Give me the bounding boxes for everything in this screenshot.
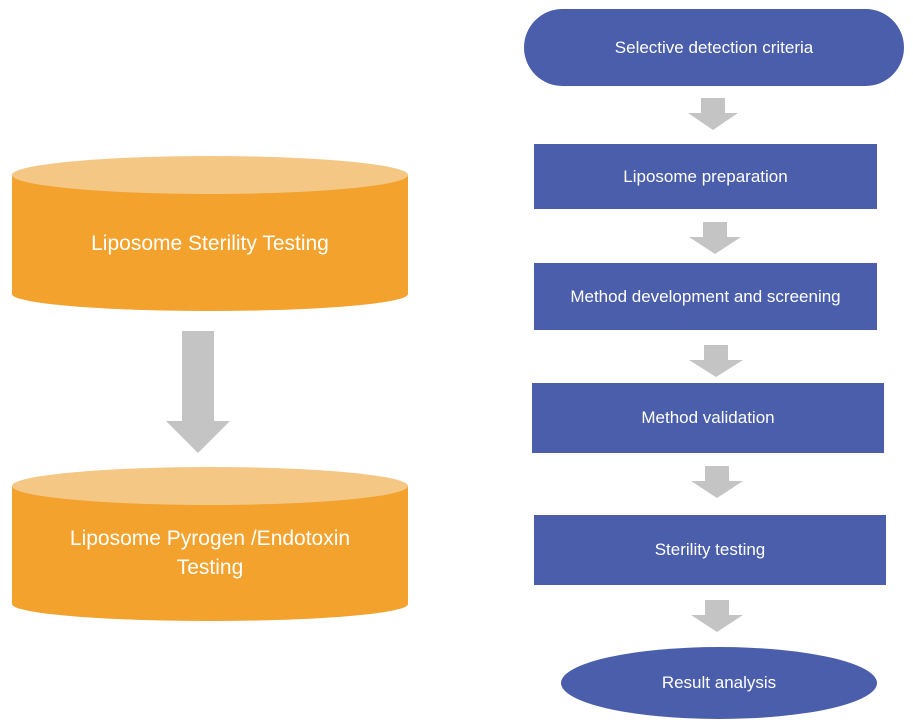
sterility-cylinder	[12, 156, 408, 311]
down-arrow-icon	[691, 600, 743, 632]
method-development-label: Method development and screening	[570, 286, 841, 306]
sterility-cylinder-label: Liposome Sterility Testing	[91, 231, 329, 255]
pyrogen-cylinder	[12, 467, 408, 621]
down-arrow-icon	[689, 222, 741, 254]
liposome-preparation-label: Liposome preparation	[623, 166, 788, 186]
down-arrow-icon	[689, 345, 743, 377]
start-terminator	[524, 9, 904, 86]
down-arrow-icon	[166, 331, 230, 453]
sterility-testing-label: Sterility testing	[654, 540, 766, 560]
method-validation-label: Method validation	[641, 408, 775, 428]
step-box-method-validation	[532, 383, 884, 453]
result-analysis-label: Result analysis	[661, 673, 777, 693]
down-arrow-icon	[691, 466, 743, 498]
end-terminator	[561, 647, 877, 719]
step-box-sterility-testing	[534, 515, 886, 585]
start-label: Selective detection criteria	[614, 37, 814, 57]
step-box-liposome-preparation	[534, 144, 877, 209]
pyrogen-cylinder-label: Liposome Pyrogen /Endotoxin Testing	[69, 527, 351, 579]
down-arrow-icon	[688, 98, 738, 130]
step-box-method-development	[534, 263, 877, 330]
